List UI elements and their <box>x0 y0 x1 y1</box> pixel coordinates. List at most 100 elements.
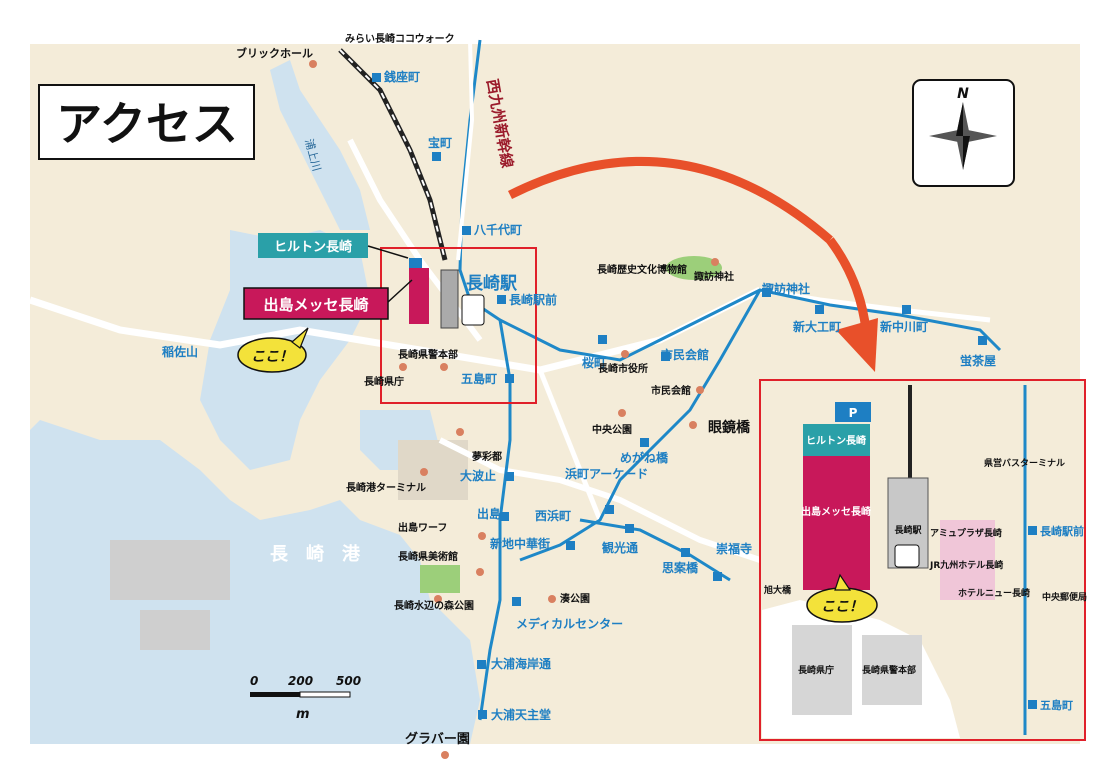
stop-kankodori: 観光通 <box>602 540 638 555</box>
inset-messe-label: 出島メッセ長崎 <box>801 505 871 518</box>
landmark-mizube: 長崎水辺の森公園 <box>394 599 474 612</box>
inset-stop-ekimae: 長崎駅前 <box>1040 524 1084 538</box>
stop-sofukuji: 崇福寺 <box>716 541 752 556</box>
scale-tick-0: 0 <box>250 674 258 688</box>
landmark-labels: みらい長崎ココウォーク ブリックホール 稲佐山 長崎県警本部 長崎県庁 長崎歴史… <box>162 32 751 747</box>
hilton-label-box <box>258 233 368 258</box>
messe-building <box>409 268 429 324</box>
inset-pref-label: 長崎県庁 <box>798 664 834 676</box>
title-box <box>38 84 255 160</box>
landmark-glover-garden: グラバー園 <box>405 731 470 747</box>
road-4 <box>537 369 603 521</box>
shipyard <box>110 540 230 600</box>
inset-parking <box>835 402 871 422</box>
inset-police-label: 長崎県警本部 <box>862 664 916 676</box>
tram-line-shianbashi <box>579 518 731 582</box>
tram-line-east <box>499 288 1002 362</box>
stop-yachiyomachi: 八千代町 <box>473 222 522 237</box>
shipyard-2 <box>140 610 210 650</box>
landmark-city-hall: 長崎市役所 <box>598 362 648 375</box>
mizube-park <box>420 565 460 593</box>
inset-stop-goto: 五島町 <box>1040 698 1073 712</box>
stop-hamanomachi: 浜町アーケード <box>565 466 648 481</box>
here-label: ここ！ <box>251 349 293 365</box>
landmark-inasayama: 稲佐山 <box>162 344 198 359</box>
inset-amu-plaza <box>940 520 995 600</box>
landmark-yumesaito: 夢彩都 <box>472 450 502 463</box>
messe-label-box <box>243 287 389 320</box>
landmark-brick-hall: ブリックホール <box>236 46 313 60</box>
scale-tick-500: 500 <box>336 674 361 688</box>
page-title: アクセス <box>56 97 238 151</box>
inset-bridge-label: 旭大橋 <box>763 584 792 596</box>
stop-dejima: 出島 <box>477 506 501 521</box>
big-arrow <box>507 156 833 244</box>
compass-north-label: N <box>957 86 969 102</box>
landmark-art-museum: 長崎県美術館 <box>398 550 458 563</box>
bus-icon <box>461 294 485 326</box>
stop-shinnakagawamachi: 新中川町 <box>880 319 928 334</box>
station-building <box>440 269 459 329</box>
stop-labels: 銭座町 宝町 八千代町 長崎駅前 桜町 市民会館 諏訪神社 新大工町 新中川町 … <box>383 69 996 722</box>
stop-nishihamanomachi: 西浜町 <box>535 508 571 523</box>
landmark-museum: 長崎歴史文化博物館 <box>597 263 687 276</box>
stop-hotarujaya: 蛍茶屋 <box>960 353 996 368</box>
landmark-pref: 長崎県庁 <box>364 375 404 388</box>
compass-rose-icon <box>929 102 997 170</box>
hilton-label: ヒルトン長崎 <box>274 239 352 255</box>
stop-medical-center: メディカルセンター <box>516 616 623 631</box>
stop-meganebashi: めがね橋 <box>620 450 669 465</box>
inset-post-label: 中央郵便局 <box>1042 591 1087 603</box>
area-highlight-box <box>380 247 537 404</box>
landmark-suwa-shrine: 諏訪神社 <box>694 270 734 283</box>
inset-hilton-label: ヒルトン長崎 <box>806 434 866 447</box>
landmark-meganebashi: 眼鏡橋 <box>708 419 751 436</box>
landmark-civic-hall: 市民会館 <box>651 384 691 397</box>
tram-line-south <box>519 289 762 562</box>
harbor-label: 長 崎 港 <box>270 543 361 565</box>
landmark-police: 長崎県警本部 <box>398 348 458 361</box>
landmark-central-park: 中央公園 <box>592 423 632 436</box>
stop-takaramachi: 宝町 <box>428 135 452 150</box>
stop-suwajinja: 諏訪神社 <box>762 281 810 296</box>
stop-shinchi-chukagai: 新地中華街 <box>490 536 550 551</box>
inset-bus-icon <box>894 544 920 568</box>
landmark-dots <box>309 60 719 759</box>
stop-gotomachi: 五島町 <box>461 371 497 386</box>
inset-pref-building <box>792 625 852 715</box>
stop-shindaikumachi: 新大工町 <box>793 319 841 334</box>
stop-oura-tenshudo: 大浦天主堂 <box>491 707 551 722</box>
urakami-river <box>270 60 370 230</box>
inset-police-building <box>862 635 922 705</box>
inset-here-label: ここ！ <box>821 599 863 615</box>
stop-sakuramachi: 桜町 <box>582 355 606 370</box>
arrow-head <box>836 318 878 372</box>
inset-amu-label: アミュプラザ長崎 <box>930 527 1002 539</box>
landmark-minato-park: 湊公園 <box>560 592 590 605</box>
stop-shiminkaikan: 市民会館 <box>661 347 709 362</box>
stop-oura-kaigandori: 大浦海岸通 <box>491 656 551 671</box>
messe-label: 出島メッセ長崎 <box>263 296 368 314</box>
landmark-cocowalk: みらい長崎ココウォーク <box>345 32 455 45</box>
inset-hotel-new-label: ホテルニュー長崎 <box>958 587 1030 599</box>
stop-shianbashi: 思案橋 <box>662 560 699 575</box>
nagasaki-harbor <box>30 420 480 744</box>
inset-messe <box>803 456 870 590</box>
inset-parking-label: P <box>849 406 858 420</box>
scale-unit: m <box>296 707 310 722</box>
landmark-port-terminal: 長崎港ターミナル <box>346 481 426 494</box>
inset-bus-terminal-label: 県営バスターミナル <box>984 457 1065 469</box>
inset-station-label: 長崎駅 <box>894 524 922 536</box>
landmark-dejima-wharf: 出島ワーフ <box>398 521 447 534</box>
inset-hilton <box>803 424 870 456</box>
stop-nagasaki-ekimae: 長崎駅前 <box>509 292 557 307</box>
suwa-park <box>666 256 722 280</box>
stop-ohato: 大波止 <box>460 468 496 483</box>
station-label: 長崎駅 <box>466 273 518 294</box>
stop-zenzamachi: 銭座町 <box>383 69 420 84</box>
stop-markers <box>372 73 987 719</box>
here-bubble <box>237 337 307 373</box>
scale-tick-200: 200 <box>288 674 313 688</box>
